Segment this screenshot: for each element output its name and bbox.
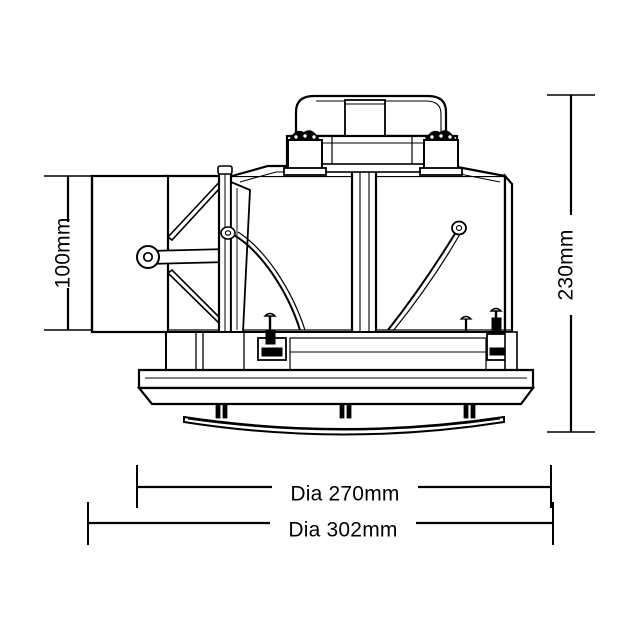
dimension-label-dia-270mm: Dia 270mm: [290, 483, 399, 506]
dimension-height-left: 100mm: [44, 175, 92, 331]
diffuser-post: [215, 403, 476, 419]
lower-chassis: [165, 307, 518, 371]
dimension-label-dia-302mm: Dia 302mm: [288, 519, 397, 542]
internal-wire: [387, 220, 467, 332]
dimension-label-230mm: 230mm: [555, 229, 578, 300]
damper-pivot: [142, 251, 154, 263]
dimension-height-right: 230mm: [547, 94, 595, 433]
dimension-label-100mm: 100mm: [52, 217, 75, 288]
mounting-bracket-left: [283, 130, 327, 176]
mounting-bracket-right: [419, 130, 463, 176]
damper-link-wire: [233, 231, 306, 331]
diffuser-plate: [183, 403, 505, 436]
ceiling-flange: [136, 368, 536, 406]
dimension-width-inner: Dia 270mm: [136, 465, 552, 508]
dimension-width-outer: Dia 302mm: [87, 502, 554, 545]
